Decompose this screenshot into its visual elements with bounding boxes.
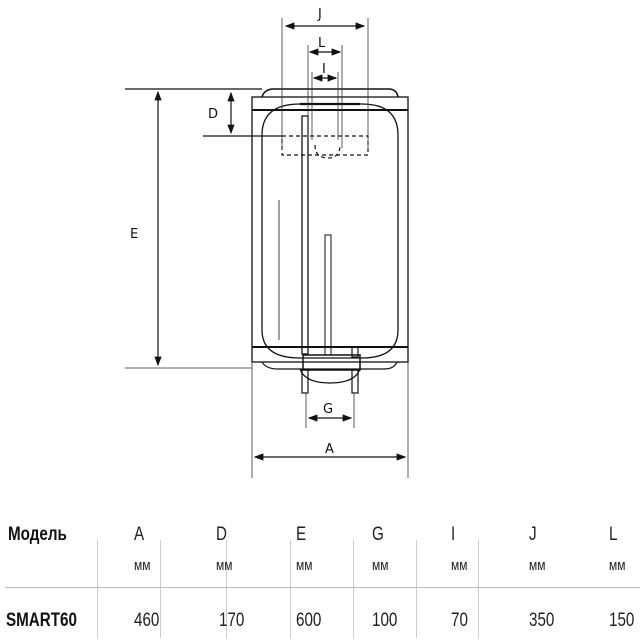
row-divider [5,587,640,588]
unit-d: мм [216,557,233,574]
label-d: D [208,107,218,122]
outer-casing [251,96,409,363]
column-divider [160,540,161,638]
unit-e: мм [296,557,313,574]
value-i: 70 [451,610,468,631]
dimensions-table: Модель A D E G I J L мм мм мм мм мм мм м… [0,500,640,640]
right-leg [351,369,359,394]
header-j: J [529,524,537,545]
value-e: 600 [296,610,322,631]
outlet-pipe [301,115,309,355]
header-i: I [451,524,456,545]
value-d: 170 [219,610,245,631]
label-a: A [325,442,334,457]
bottom-flange [302,354,361,371]
top-cap [261,88,399,98]
header-e: E [296,524,307,545]
column-divider [97,540,98,638]
column-divider [478,540,479,638]
bottom-cap [261,361,398,370]
unit-g: мм [372,557,389,574]
water-heater-dimension-diagram: J L I D E G A [125,7,409,478]
inlet-pipe [324,234,332,356]
header-model: Модель [8,524,67,545]
value-j: 350 [529,610,555,631]
row-model: SMART60 [6,610,77,631]
unit-j: мм [529,557,546,574]
top-hidden-connection [281,135,369,159]
column-divider [226,540,227,638]
label-g: G [323,402,333,417]
header-a: A [134,524,145,545]
column-divider [353,540,354,638]
label-e: E [130,227,138,242]
column-divider [290,540,291,638]
unit-i: мм [451,557,468,574]
header-l: L [609,524,618,545]
unit-a: мм [134,557,151,574]
label-i: I [322,62,326,77]
label-j: J [317,7,322,22]
column-divider [416,540,417,638]
label-l: L [318,36,326,51]
unit-l: мм [609,557,626,574]
value-l: 150 [609,610,635,631]
inner-tank [261,103,399,359]
value-g: 100 [372,610,398,631]
header-g: G [372,524,384,545]
left-leg [301,369,309,394]
header-d: D [216,524,227,545]
value-a: 460 [134,610,160,631]
